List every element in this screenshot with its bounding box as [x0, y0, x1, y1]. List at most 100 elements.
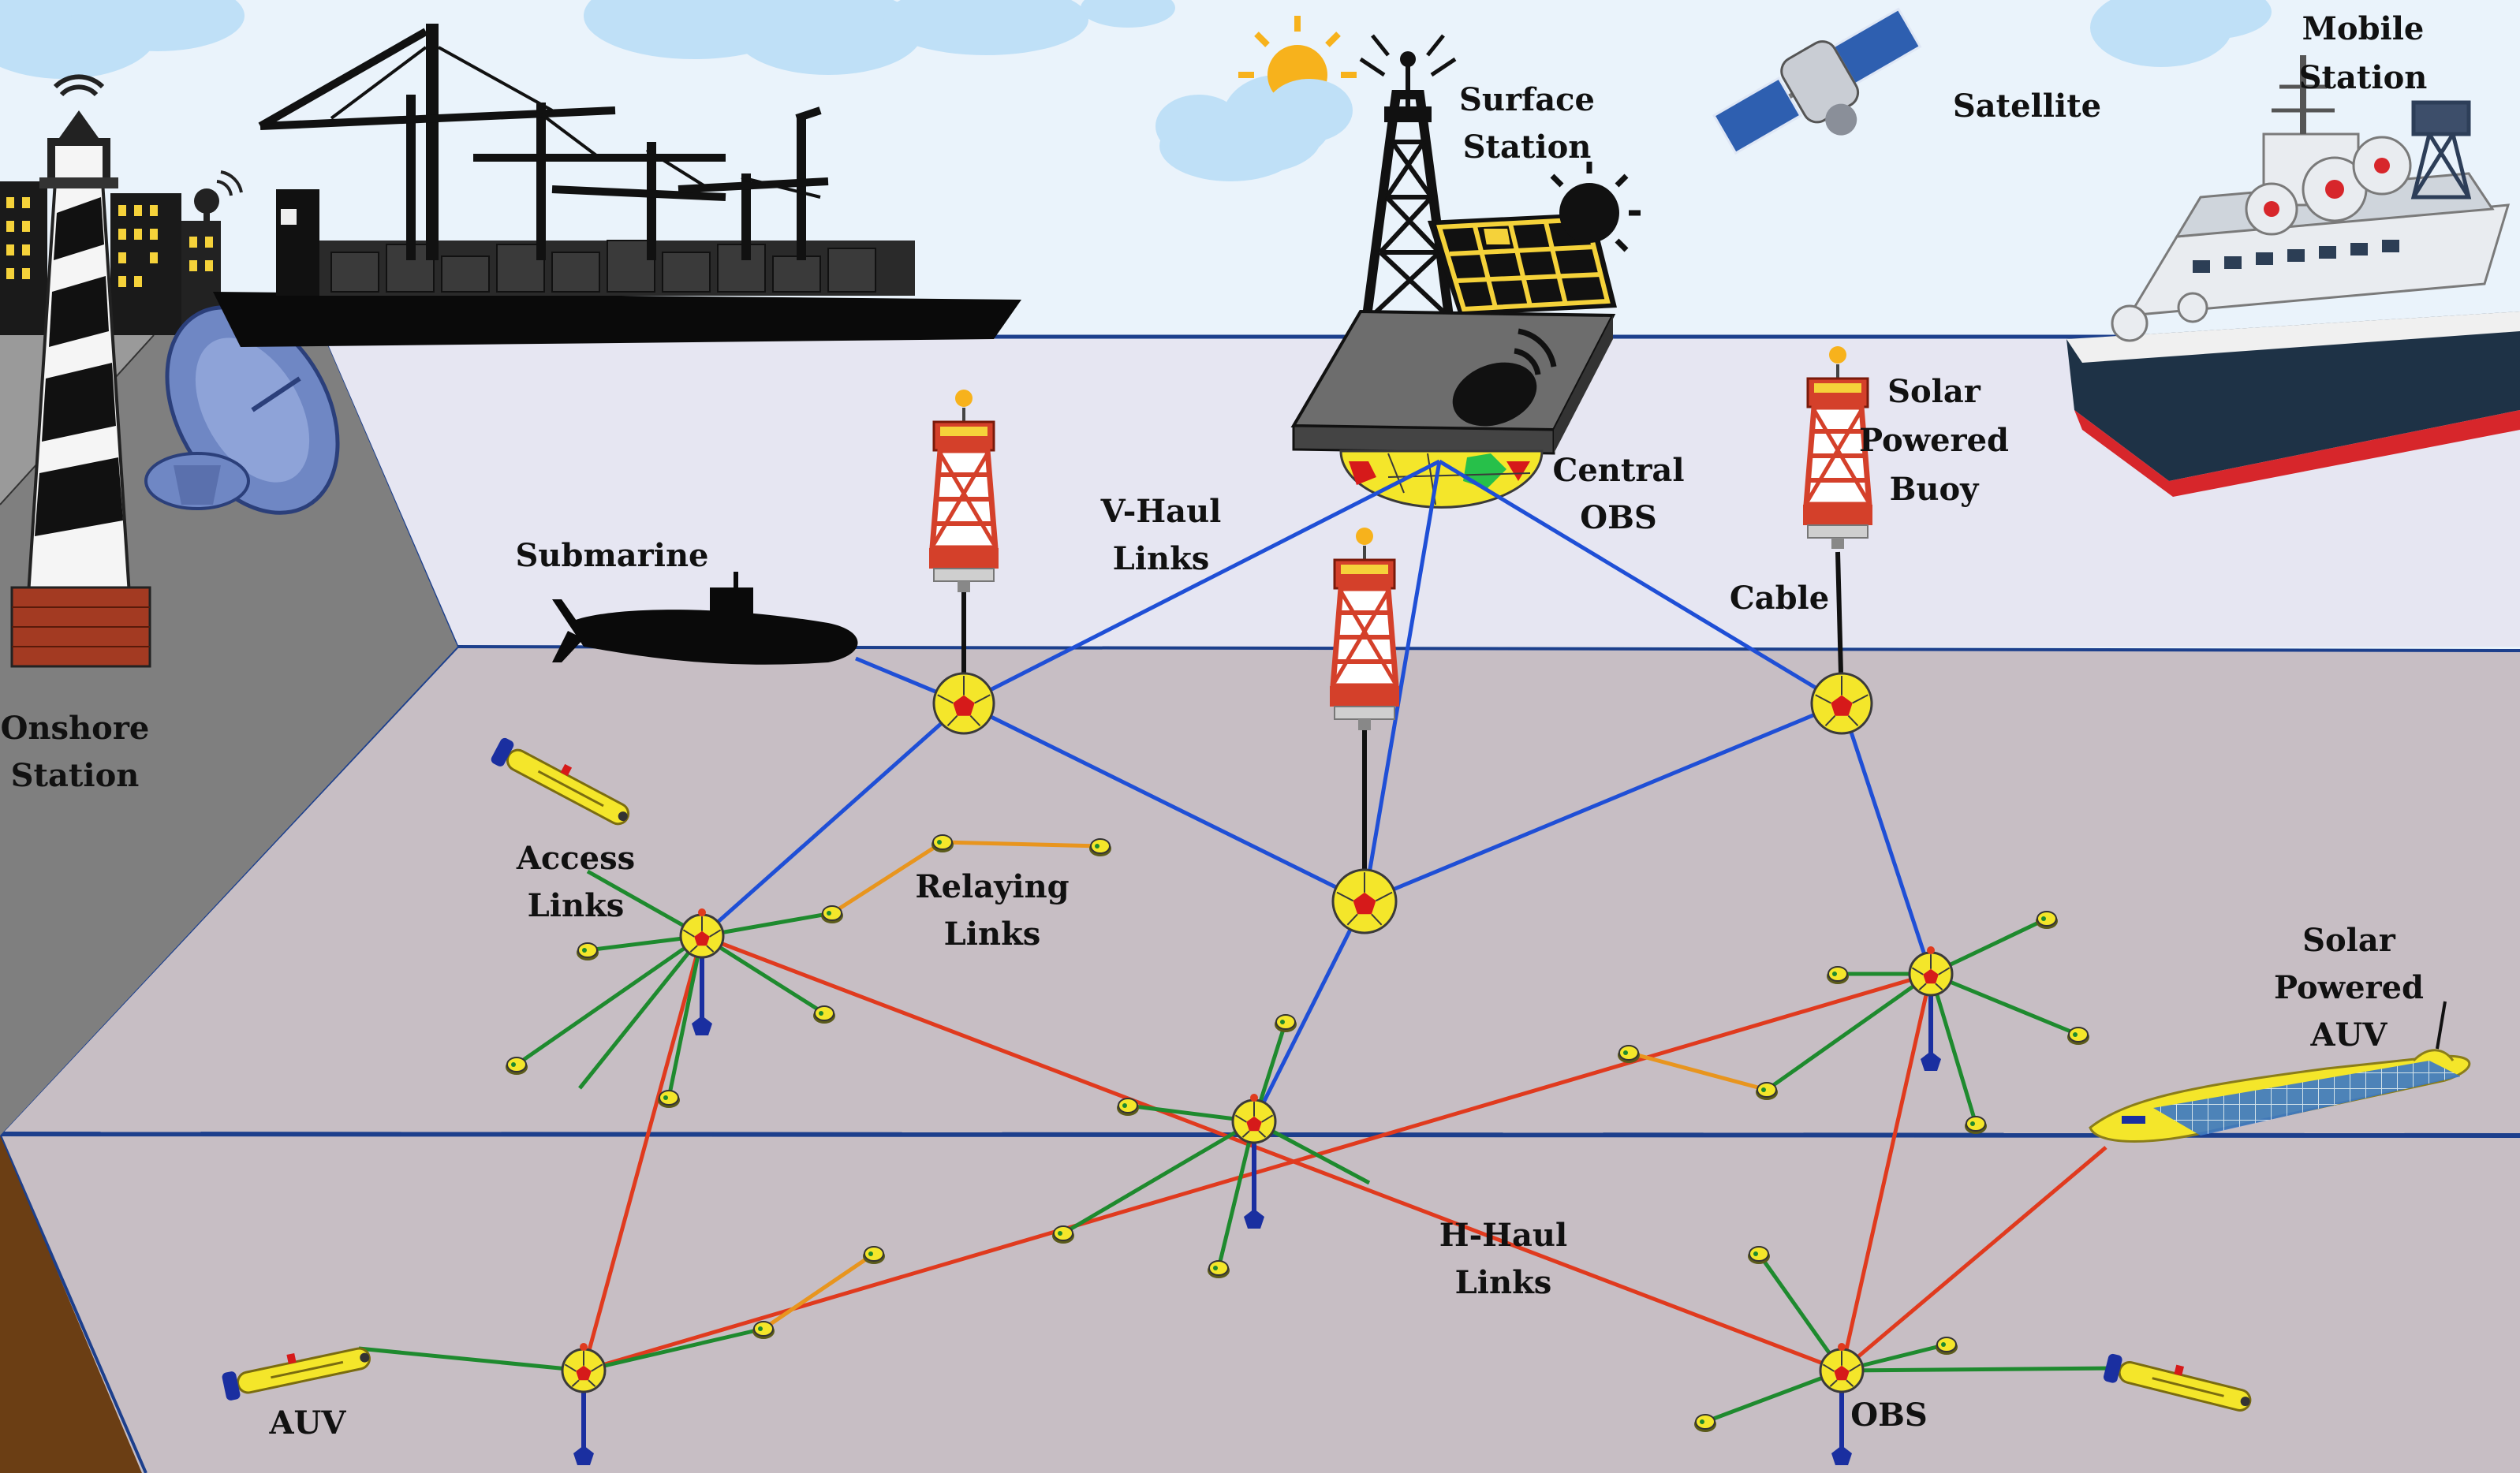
access-link: [583, 1326, 764, 1373]
sensor-icon: [1694, 1414, 1716, 1432]
sensor-icon: [1089, 838, 1111, 856]
sensor-icon: [863, 1246, 885, 1264]
label-submarine: Submarine: [516, 537, 709, 574]
access-link: [1930, 972, 2079, 1037]
link-junction: [580, 1343, 588, 1351]
sensor-icon: [813, 1005, 835, 1024]
relay-link: [1628, 1050, 1768, 1092]
hhaul-link: [1840, 1146, 2107, 1372]
vhaul-link: [1839, 703, 1933, 975]
vhaul-link: [962, 459, 1441, 706]
satellite-icon: [1712, 7, 1922, 155]
obs-node-icon: [1331, 868, 1398, 934]
sensor-icon: [931, 834, 954, 852]
access-link: [700, 934, 826, 1016]
small-antenna-icon: [194, 170, 243, 237]
access-link: [1757, 1252, 1844, 1372]
sensor-icon: [658, 1090, 680, 1108]
access-link: [1765, 972, 1932, 1092]
platform-dish-icon: [1452, 328, 1557, 427]
cargo-ship-icon: [213, 24, 1021, 347]
submarine-icon: [552, 572, 858, 665]
auv-icon: [2103, 1353, 2252, 1412]
sensor-icon: [506, 1057, 528, 1075]
research-vessel-icon: [2066, 55, 2520, 497]
sensor-icon: [1618, 1045, 1640, 1063]
access-link: [1216, 1121, 1256, 1269]
hhaul-link: [701, 934, 1842, 1373]
platform: [1290, 309, 1616, 509]
sensor-icon: [752, 1321, 775, 1339]
obs-node-icon: [932, 672, 995, 735]
small-cloud: [1187, 79, 1353, 173]
link-junction: [1838, 1343, 1846, 1351]
sensor-icon: [1756, 1082, 1778, 1100]
dark-sun-icon: [1550, 162, 1641, 252]
buoys-layer: [929, 346, 1872, 730]
auv-layer: [222, 737, 2252, 1412]
sensor-icon: [1965, 1116, 1987, 1134]
obs-node-icon: [679, 913, 725, 959]
buoy-icon: [1330, 528, 1399, 730]
sensor-icon: [1275, 1014, 1297, 1032]
sensor-icon: [821, 905, 843, 923]
obs-node-icon: [1908, 951, 1954, 997]
nodes-layer: [561, 672, 1954, 1393]
relay-link: [942, 840, 1101, 849]
label-satellite: Satellite: [1953, 88, 2101, 125]
cliff: [0, 1136, 142, 1473]
access-link: [515, 934, 704, 1067]
link-junction: [1250, 1094, 1258, 1102]
access-link: [358, 1346, 584, 1373]
sensor-icon: [577, 942, 599, 960]
links-layer: [358, 459, 2115, 1465]
obs-node-icon: [1231, 1098, 1277, 1144]
vhaul-link: [700, 702, 965, 938]
label-obs: OBS: [1850, 1397, 1928, 1434]
sensor-icon: [1208, 1260, 1230, 1278]
label-auv: AUV: [269, 1404, 347, 1442]
obs-node-icon: [1810, 672, 1873, 735]
vhaul-link: [962, 701, 1366, 904]
obs-node-icon: [561, 1348, 607, 1393]
solar-panel-icon: [1428, 213, 1617, 315]
buoy-icon: [929, 390, 999, 592]
vhaul-link: [1438, 459, 1843, 706]
auv-icon: [491, 737, 630, 826]
label-cable: Cable: [1730, 580, 1829, 617]
access-link: [1841, 1366, 2115, 1373]
relay-link: [831, 840, 944, 916]
hhaul-link: [1839, 973, 1933, 1371]
sensor-icon: [1936, 1337, 1958, 1355]
access-link: [1928, 973, 1978, 1125]
access-link: [666, 935, 704, 1098]
vhaul-link: [1252, 900, 1367, 1123]
relay-link: [762, 1251, 875, 1331]
access-link: [1062, 1119, 1256, 1236]
sensor-icon: [1052, 1225, 1074, 1244]
sensor-icon: [2036, 911, 2058, 929]
onshore-city: [0, 181, 221, 335]
link-junction: [698, 908, 706, 916]
vhaul-link: [1364, 701, 1842, 904]
solar-auv-icon: [2089, 1001, 2471, 1143]
access-link: [1704, 1368, 1842, 1424]
sensor-icon: [1827, 966, 1849, 984]
lighthouse-icon: [10, 74, 151, 668]
obs-node-icon: [1819, 1348, 1865, 1393]
lattice-mast: [2410, 100, 2472, 200]
link-junction: [1927, 946, 1935, 954]
